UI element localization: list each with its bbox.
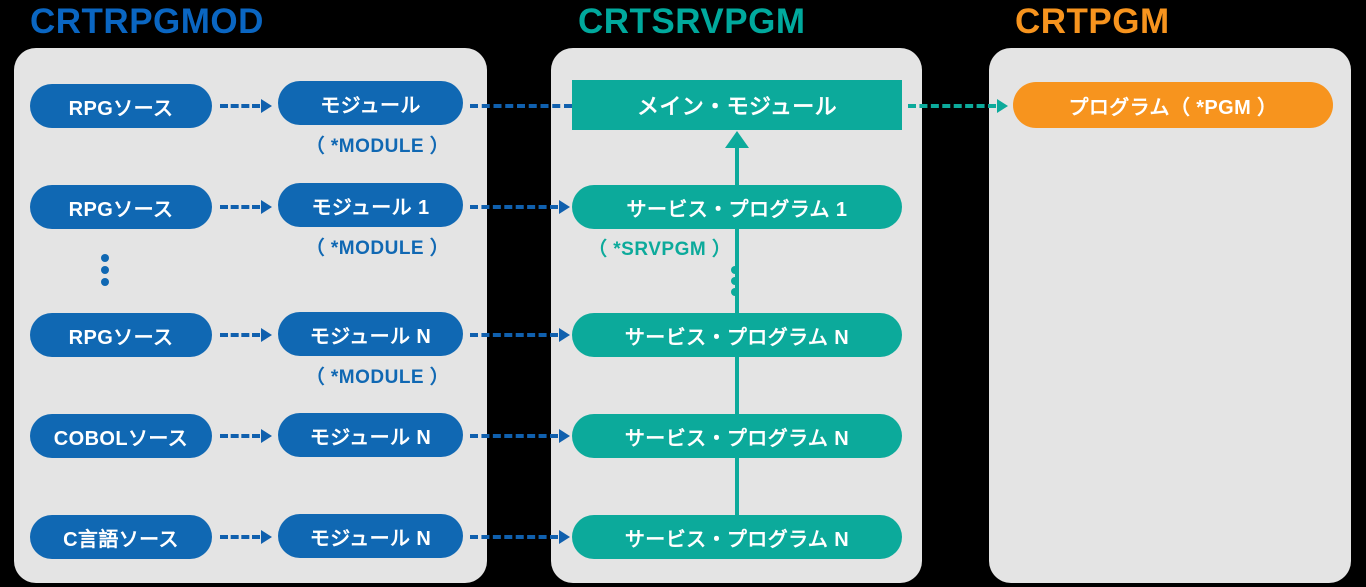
arrow-right-icon-cobol-to-mod4 xyxy=(220,429,272,443)
module-box-3[interactable]: モジュール N xyxy=(278,312,463,356)
arrow-right-icon-mod2-to-srv1 xyxy=(470,200,570,214)
source-box-c[interactable]: C言語ソース xyxy=(30,515,212,559)
module-box-5[interactable]: モジュール N xyxy=(278,514,463,558)
column-title-crtpgm: CRTPGM xyxy=(1015,2,1170,41)
source-box-rpg-1[interactable]: RPGソース xyxy=(30,84,212,128)
arrow-right-icon-c-to-mod5 xyxy=(220,530,272,544)
column-title-crtsrvpgm: CRTSRVPGM xyxy=(578,2,806,41)
arrow-right-icon-main-to-program xyxy=(908,99,1008,113)
connector-mod1-to-main-module xyxy=(470,100,572,112)
panel-crtpgm xyxy=(989,48,1351,583)
arrow-right-icon-mod3-to-srv2 xyxy=(470,328,570,342)
module-caption-1: （ *MODULE ） xyxy=(305,136,450,157)
module-box-4[interactable]: モジュール N xyxy=(278,413,463,457)
arrow-right-icon-src1-to-mod1 xyxy=(220,99,272,113)
service-program-box-1[interactable]: サービス・プログラム 1 xyxy=(572,185,902,229)
arrow-right-icon-src2-to-mod2 xyxy=(220,200,272,214)
module-caption-2: （ *MODULE ） xyxy=(305,238,450,259)
service-program-box-3[interactable]: サービス・プログラム N xyxy=(572,414,902,458)
source-box-rpg-3[interactable]: RPGソース xyxy=(30,313,212,357)
module-caption-3: （ *MODULE ） xyxy=(305,367,450,388)
arrow-up-icon-to-main-module xyxy=(725,131,749,148)
source-box-rpg-2[interactable]: RPGソース xyxy=(30,185,212,229)
program-box[interactable]: プログラム（ *PGM ） xyxy=(1013,82,1333,128)
column-title-crtrpgmod: CRTRPGMOD xyxy=(30,2,264,41)
service-program-box-4[interactable]: サービス・プログラム N xyxy=(572,515,902,559)
service-program-caption-1: （ *SRVPGM ） xyxy=(588,239,732,260)
arrow-right-icon-mod4-to-srv3 xyxy=(470,429,570,443)
arrow-right-icon-mod5-to-srv4 xyxy=(470,530,570,544)
arrow-right-icon-src3-to-mod3 xyxy=(220,328,272,342)
source-box-cobol[interactable]: COBOLソース xyxy=(30,414,212,458)
service-program-box-2[interactable]: サービス・プログラム N xyxy=(572,313,902,357)
module-box-2[interactable]: モジュール 1 xyxy=(278,183,463,227)
vertical-ellipsis-icon-sources xyxy=(101,254,109,286)
module-box-1[interactable]: モジュール xyxy=(278,81,463,125)
main-module-box[interactable]: メイン・モジュール xyxy=(572,80,902,130)
vertical-ellipsis-icon-service xyxy=(731,266,739,296)
